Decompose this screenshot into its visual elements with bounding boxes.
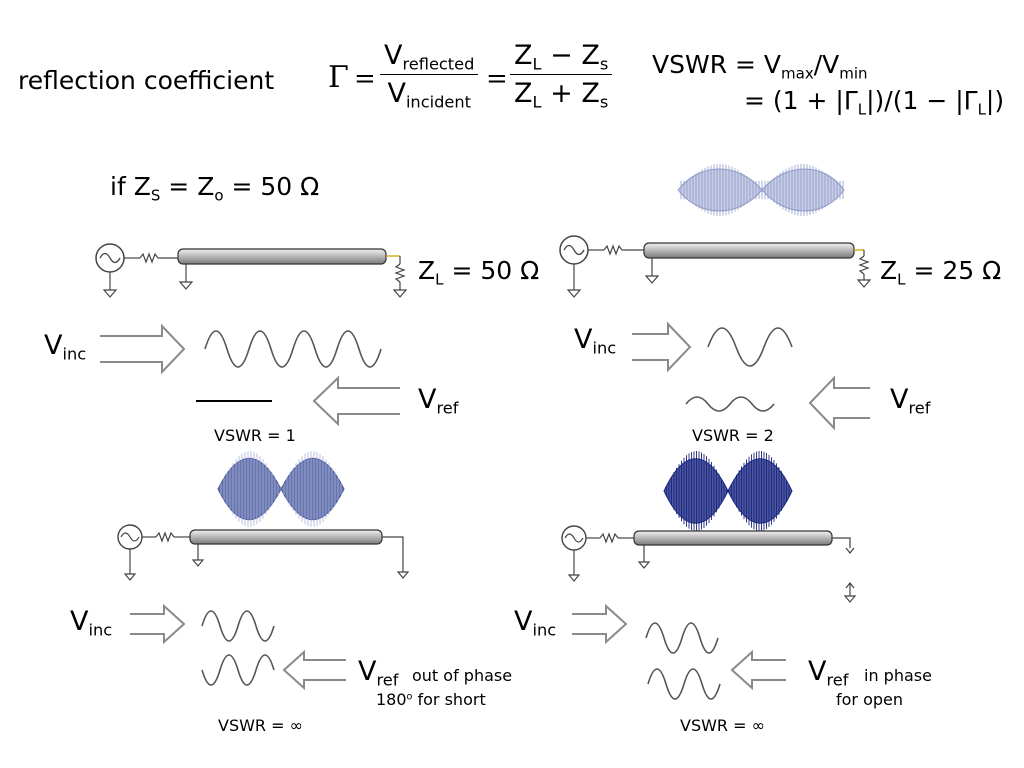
equals-sign-2: =: [486, 64, 508, 94]
mismatch-v-inc-label: Vinc: [574, 324, 617, 358]
reflection-coefficient-label: reflection coefficient: [18, 66, 275, 95]
open-envelope: [663, 451, 793, 531]
matched-inc-arrow: [100, 323, 186, 375]
matched-source-condition: if ZS = Zo = 50 Ω: [110, 172, 320, 205]
mismatch-vswr-value: VSWR = 2: [692, 426, 774, 445]
short-inc-arrow: [130, 603, 186, 645]
short-envelope: [217, 451, 345, 527]
mismatch-v-ref-label: Vref: [890, 384, 931, 418]
voltage-fraction: Vreflected Vincident: [380, 40, 479, 110]
load-resistor-icon: [858, 255, 870, 275]
open-inc-wave: [645, 622, 719, 654]
mismatch-ref-arrow: [808, 375, 870, 431]
ground-icon: [644, 275, 660, 284]
ground-icon: [396, 571, 410, 579]
open-phase-note-line1: in phase: [864, 666, 932, 685]
matched-v-inc-label: Vinc: [44, 330, 87, 364]
short-phase-note-line1: out of phase: [412, 666, 513, 685]
gamma-symbol: Γ: [328, 60, 349, 95]
ground-icon: [637, 561, 651, 569]
ground-icon: [856, 279, 872, 288]
vswr-definition-line2: = (1 + |ΓL|)/(1 − |ΓL|): [744, 86, 1005, 119]
short-vswr-value: VSWR = ∞: [218, 716, 303, 735]
matched-inc-wave: [204, 330, 382, 368]
transmission-line: [633, 530, 833, 546]
load-resistor-icon: [394, 263, 406, 283]
mismatch-ref-wave: [685, 396, 775, 412]
open-wire-top: [832, 537, 851, 548]
short-phase-note-line2: 180o for short: [376, 690, 486, 709]
transmission-line: [189, 529, 383, 545]
open-ref-arrow: [730, 649, 786, 691]
ground-icon: [123, 573, 137, 581]
mismatch-inc-arrow: [632, 321, 692, 373]
matched-circuit: [95, 243, 408, 298]
transmission-line: [177, 248, 387, 265]
open-inc-arrow: [572, 603, 628, 645]
open-vswr-value: VSWR = ∞: [680, 716, 765, 735]
open-v-inc-label: Vinc: [514, 606, 557, 640]
mismatch-envelope: [677, 164, 845, 216]
ground-icon: [191, 559, 205, 567]
matched-vswr-value: VSWR = 1: [214, 426, 296, 445]
transmission-line: [643, 242, 855, 259]
open-phase-note-line2: for open: [836, 690, 904, 709]
short-ref-wave: [201, 654, 275, 686]
ground-icon: [566, 289, 582, 298]
short-circuit: [117, 524, 410, 581]
mismatch-load-label: ZL = 25 Ω: [880, 256, 1002, 289]
ground-icon: [567, 574, 581, 582]
ground-icon: [392, 289, 408, 298]
matched-ref-arrow: [312, 375, 400, 427]
short-v-inc-label: Vinc: [70, 606, 113, 640]
mismatch-circuit: [559, 235, 872, 298]
ground-icon: [178, 281, 194, 290]
open-circuit: [561, 525, 857, 603]
short-inc-wave: [201, 610, 275, 642]
short-v-ref-label: Vref: [358, 656, 399, 690]
open-ref-wave: [647, 668, 721, 700]
equals-sign: =: [354, 64, 376, 94]
ground-icon: [102, 289, 118, 298]
matched-load-label: ZL = 50 Ω: [418, 256, 540, 289]
resistor-icon: [139, 252, 159, 264]
open-v-ref-label: Vref: [808, 656, 849, 690]
matched-v-ref-label: Vref: [418, 384, 459, 418]
short-wire: [382, 536, 404, 572]
vswr-definition-line1: VSWR = Vmax/Vmin: [652, 50, 868, 83]
ground-icon: [843, 595, 857, 603]
impedance-fraction: ZL − Zs ZL + Zs: [510, 40, 613, 110]
resistor-icon: [155, 531, 175, 543]
resistor-icon: [603, 244, 623, 256]
resistor-icon: [599, 532, 619, 544]
mismatch-inc-wave: [707, 327, 793, 367]
short-ref-arrow: [282, 649, 346, 691]
